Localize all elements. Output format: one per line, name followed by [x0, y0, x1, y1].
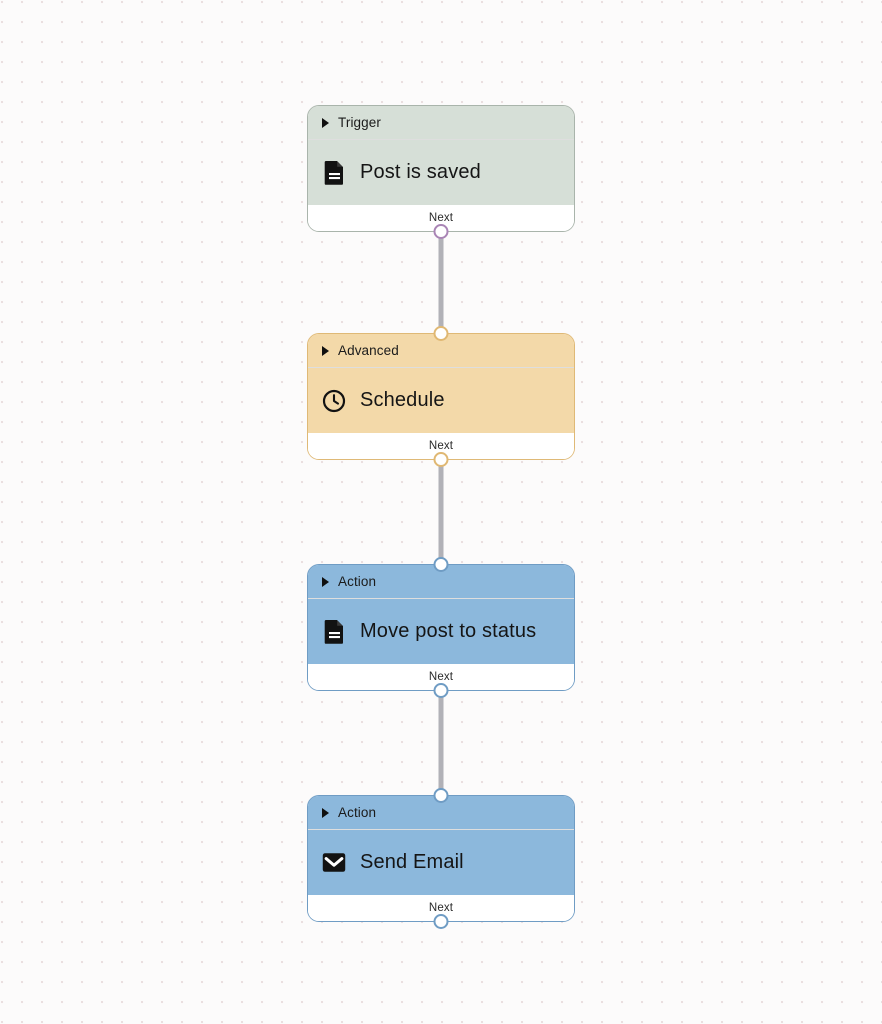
node-body[interactable]: Send Email: [308, 830, 574, 895]
node-body[interactable]: Post is saved: [308, 140, 574, 205]
node-label: Send Email: [360, 851, 464, 873]
node-body[interactable]: Schedule: [308, 368, 574, 433]
node-category-label: Action: [338, 574, 377, 589]
workflow-node-advanced-schedule[interactable]: Advanced Schedule Next: [307, 326, 575, 467]
node-category-label: Advanced: [338, 343, 399, 358]
collapse-caret-icon[interactable]: [322, 345, 329, 356]
envelope-icon: [322, 850, 346, 875]
next-label: Next: [428, 902, 454, 914]
node-header[interactable]: Trigger: [308, 106, 574, 139]
source-handle[interactable]: [433, 683, 449, 698]
source-handle[interactable]: [433, 914, 449, 929]
clock-icon: [322, 388, 346, 413]
node-category-label: Action: [338, 805, 377, 820]
source-handle[interactable]: [433, 452, 449, 467]
next-label: Next: [428, 671, 454, 683]
node-category-label: Trigger: [338, 115, 381, 130]
node-divider: [308, 367, 574, 368]
workflow-node-trigger-post-is-saved[interactable]: Trigger Post is saved Next: [307, 105, 575, 239]
node-divider: [308, 598, 574, 599]
node-label: Move post to status: [360, 620, 537, 642]
node-label: Schedule: [360, 389, 445, 411]
node-divider: [308, 829, 574, 830]
node-divider: [308, 139, 574, 140]
collapse-caret-icon[interactable]: [322, 576, 329, 587]
node-label: Post is saved: [360, 161, 481, 183]
source-handle[interactable]: [433, 224, 449, 239]
next-label: Next: [428, 212, 454, 224]
next-label: Next: [428, 440, 454, 452]
target-handle[interactable]: [433, 788, 449, 803]
document-icon: [322, 619, 346, 644]
target-handle[interactable]: [433, 326, 449, 341]
node-body[interactable]: Move post to status: [308, 599, 574, 664]
workflow-node-action-move-post-to-status[interactable]: Action Move post to status Next: [307, 557, 575, 698]
workflow-node-action-send-email[interactable]: Action Send Email Next: [307, 788, 575, 929]
document-icon: [322, 160, 346, 185]
collapse-caret-icon[interactable]: [322, 117, 329, 128]
collapse-caret-icon[interactable]: [322, 807, 329, 818]
target-handle[interactable]: [433, 557, 449, 572]
